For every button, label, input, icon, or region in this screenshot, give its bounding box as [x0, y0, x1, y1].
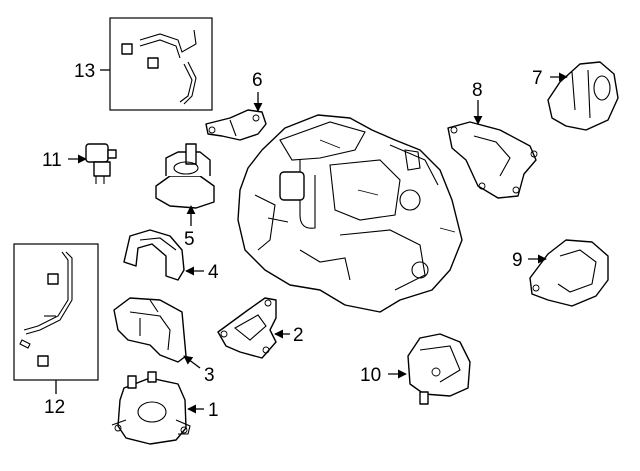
callout-10: 10 [360, 365, 381, 386]
part-13-hose-kit [109, 17, 213, 111]
part-5-mount [155, 143, 215, 209]
part-1-mount [111, 371, 191, 445]
part-11-valve [85, 143, 117, 184]
callout-9: 9 [512, 250, 523, 271]
callout-2: 2 [293, 325, 304, 346]
callout-7: 7 [532, 68, 543, 89]
part-3-bracket [113, 297, 187, 363]
callout-6: 6 [252, 70, 263, 91]
callout-13: 13 [74, 61, 95, 82]
callout-8: 8 [472, 80, 483, 101]
callout-1: 1 [208, 400, 219, 421]
callout-11: 11 [42, 150, 62, 171]
arrow-3 [183, 355, 201, 369]
callout-labels: 1 2 3 4 5 6 7 8 9 10 11 12 13 [42, 61, 543, 421]
part-6-bracket [205, 109, 267, 141]
callout-12: 12 [44, 397, 65, 418]
part-4-bracket [123, 229, 185, 281]
callout-3: 3 [204, 365, 215, 386]
part-7-mount [547, 61, 619, 131]
part-10-mount [407, 333, 471, 405]
callout-5: 5 [184, 229, 195, 250]
part-2-bracket [217, 297, 277, 359]
part-8-bracket [447, 121, 538, 199]
callout-arrows [55, 69, 568, 414]
part-12-hose-kit [13, 243, 99, 381]
callout-4: 4 [208, 262, 219, 283]
engine-assembly [237, 114, 463, 313]
part-9-mount [529, 239, 609, 307]
